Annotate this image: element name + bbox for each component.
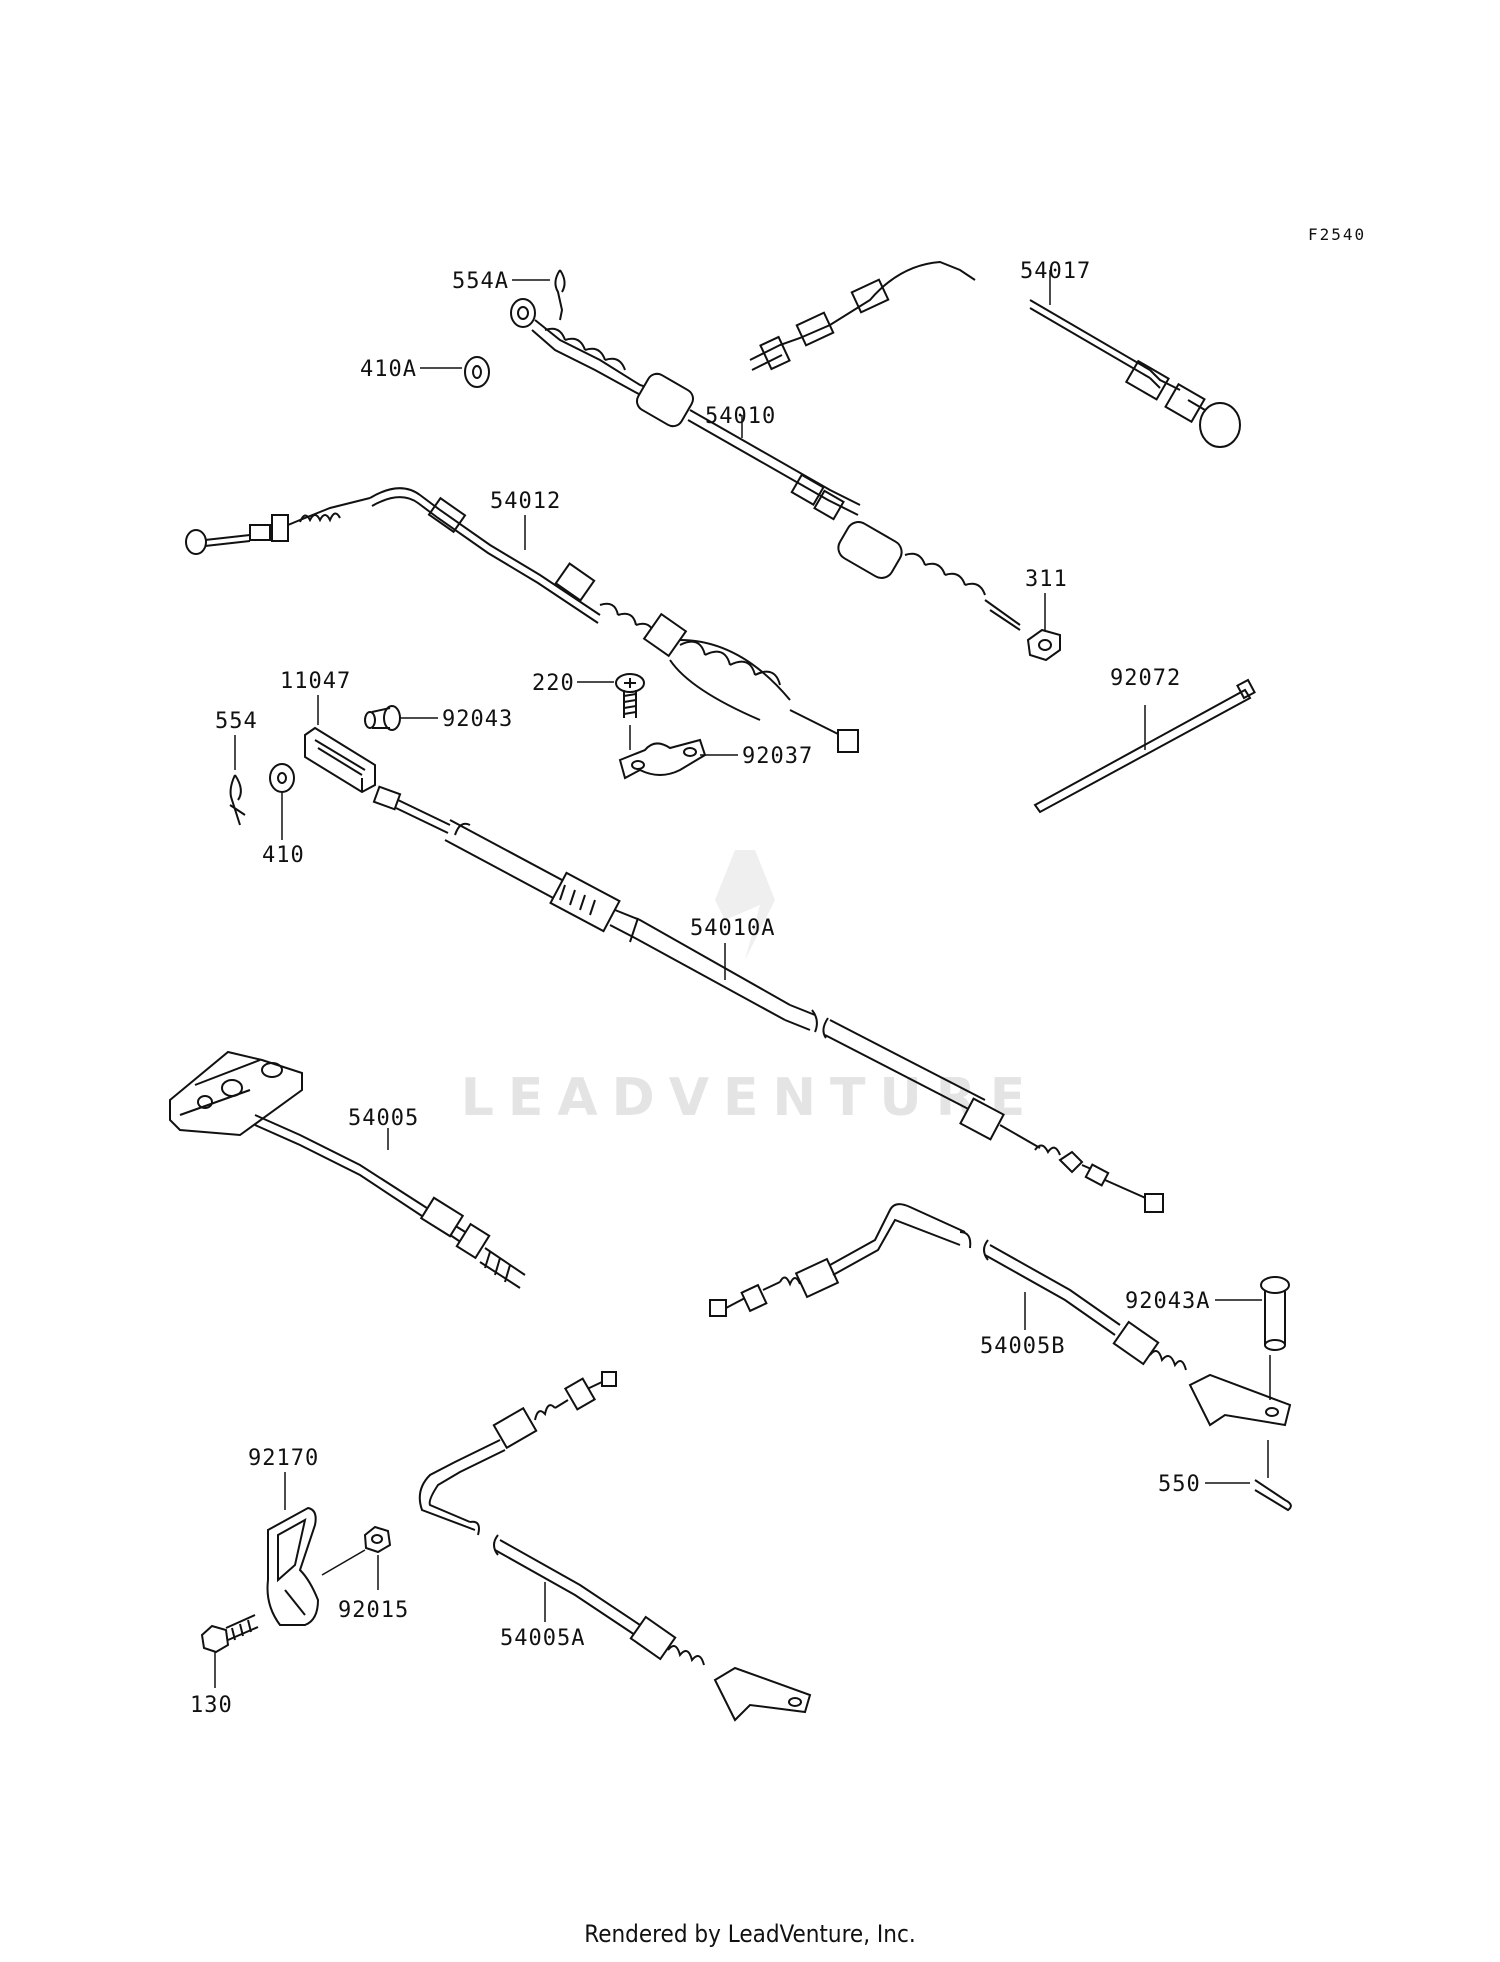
clamp-92037[interactable]	[618, 738, 707, 780]
cable-54012[interactable]	[185, 487, 859, 753]
callout-92043: 92043	[442, 707, 513, 732]
callout-410: 410	[262, 843, 305, 868]
callout-54005B: 54005B	[980, 1334, 1065, 1359]
pin-92043A[interactable]	[1260, 1276, 1290, 1351]
callout-54010A: 54010A	[690, 916, 775, 941]
cable-54005[interactable]	[169, 1050, 526, 1289]
callout-92043A: 92043A	[1125, 1289, 1210, 1314]
watermark: LEADVENTURE	[461, 850, 1040, 1128]
callout-92015: 92015	[338, 1598, 409, 1623]
callout-220: 220	[532, 671, 575, 696]
bracket-92170[interactable]	[266, 1506, 320, 1626]
cable-54005A[interactable]	[418, 1371, 812, 1722]
callout-554A: 554A	[452, 269, 509, 294]
clip-554A[interactable]	[554, 269, 566, 321]
washer-410A[interactable]	[464, 356, 490, 388]
washer-410[interactable]	[269, 763, 295, 793]
callout-92072: 92072	[1110, 666, 1181, 691]
screw-220[interactable]	[615, 673, 645, 718]
callout-92037: 92037	[742, 744, 813, 769]
callout-554: 554	[215, 709, 258, 734]
tie-92072[interactable]	[1033, 678, 1256, 814]
cable-54005B[interactable]	[709, 1203, 1292, 1427]
cable-54010A[interactable]	[372, 785, 1164, 1213]
footer-credit: Rendered by LeadVenture, Inc.	[584, 1920, 916, 1948]
cable-54010[interactable]	[510, 298, 1021, 631]
callout-550: 550	[1158, 1472, 1201, 1497]
watermark-text: LEADVENTURE	[461, 1068, 1040, 1128]
callout-54012: 54012	[490, 489, 561, 514]
bracket-11047[interactable]	[304, 726, 376, 794]
clip-554[interactable]	[229, 774, 246, 826]
callout-130: 130	[190, 1693, 233, 1718]
callout-410A: 410A	[360, 357, 417, 382]
bolt-130[interactable]	[200, 1614, 259, 1654]
diagram-code: F2540	[1308, 225, 1366, 244]
cotterpin-550[interactable]	[1254, 1479, 1292, 1512]
callout-54010: 54010	[705, 404, 776, 429]
pin-92043[interactable]	[364, 705, 401, 731]
callout-54005A: 54005A	[500, 1626, 585, 1651]
callout-11047: 11047	[280, 669, 351, 694]
callout-54017: 54017	[1020, 259, 1091, 284]
callout-54005: 54005	[348, 1106, 419, 1131]
callout-311: 311	[1025, 567, 1068, 592]
cable-54017[interactable]	[749, 260, 1241, 448]
callout-92170: 92170	[248, 1446, 319, 1471]
nut-311[interactable]	[1026, 628, 1061, 662]
nut-92015[interactable]	[363, 1525, 392, 1554]
